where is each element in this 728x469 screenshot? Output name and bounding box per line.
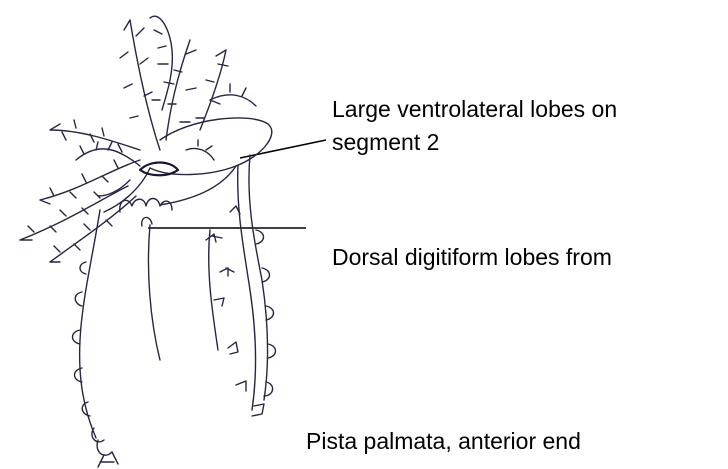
tentacle-crown: [20, 16, 256, 262]
leader-line-ventrolateral: [240, 140, 326, 158]
figure-caption: Pista palmata, anterior end: [306, 428, 581, 455]
ventrolateral-label-line-2: segment 2: [332, 129, 439, 156]
dorsal-label-clip: Dorsal digitiform lobes from: [330, 244, 728, 273]
ventrolateral-label-line-1: Large ventrolateral lobes on: [332, 96, 617, 123]
ventrolateral-lobe: [104, 118, 272, 212]
dorsal-digitiform-lobes-label: Dorsal digitiform lobes from: [332, 244, 612, 271]
